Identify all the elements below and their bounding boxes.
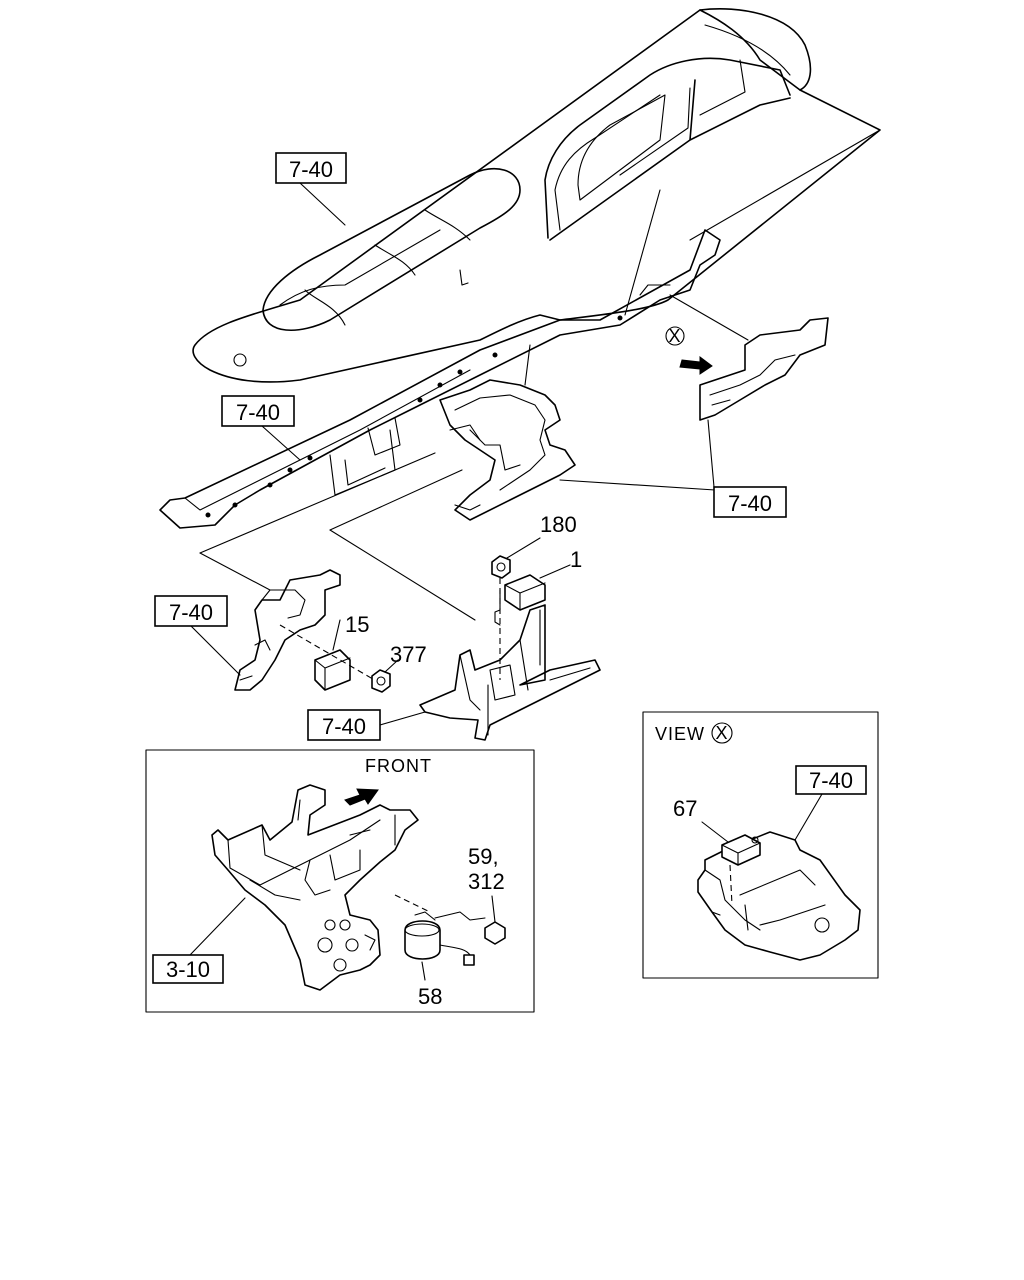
inset-box-front — [145, 749, 535, 1013]
view-x-bracket — [669, 294, 829, 421]
inset-box-view-x — [642, 711, 879, 979]
view-x-arrow-icon — [679, 356, 713, 375]
instrument-panel — [192, 7, 881, 383]
ref-label-7-40-bracket: 7-40 — [728, 491, 772, 516]
part-number-58: 58 — [418, 984, 442, 1009]
front-label: FRONT — [365, 756, 432, 776]
part-58-sensor — [404, 911, 486, 966]
part-number-377: 377 — [390, 642, 427, 667]
view-x-marker-text: X — [668, 326, 681, 346]
view-x-circle-marker — [665, 326, 685, 346]
part-number-67: 67 — [673, 796, 697, 821]
part-377-nut — [371, 659, 399, 693]
view-label: VIEW — [655, 724, 705, 744]
part-59-312-bolt — [484, 895, 506, 945]
floor-tunnel-bracket — [211, 784, 419, 991]
part-number-1: 1 — [570, 547, 582, 572]
ref-label-7-40-dashboard: 7-40 — [289, 157, 333, 182]
lower-center-bracket — [419, 604, 601, 741]
part-number-312: 312 — [468, 869, 505, 894]
ref-label-7-40-left: 7-40 — [169, 600, 213, 625]
part-number-15: 15 — [345, 612, 369, 637]
left-mounting-bracket — [234, 569, 341, 691]
part-number-59: 59, — [468, 844, 499, 869]
cross-member — [159, 229, 721, 529]
part-1-module — [494, 564, 571, 626]
ref-label-3-10: 3-10 — [166, 957, 210, 982]
ref-label-7-40-view: 7-40 — [809, 768, 853, 793]
view-x-inset-marker: X — [715, 723, 728, 743]
view-x-mount-bracket — [697, 831, 861, 961]
ref-label-7-40-crossmember: 7-40 — [236, 400, 280, 425]
center-bracket — [439, 379, 576, 521]
part-67-sensor — [701, 821, 761, 866]
front-arrow-icon — [344, 788, 379, 806]
view-x-inset-circle — [711, 722, 733, 744]
ref-label-7-40-lower: 7-40 — [322, 714, 366, 739]
part-number-180: 180 — [540, 512, 577, 537]
part-180-nut — [491, 537, 541, 579]
